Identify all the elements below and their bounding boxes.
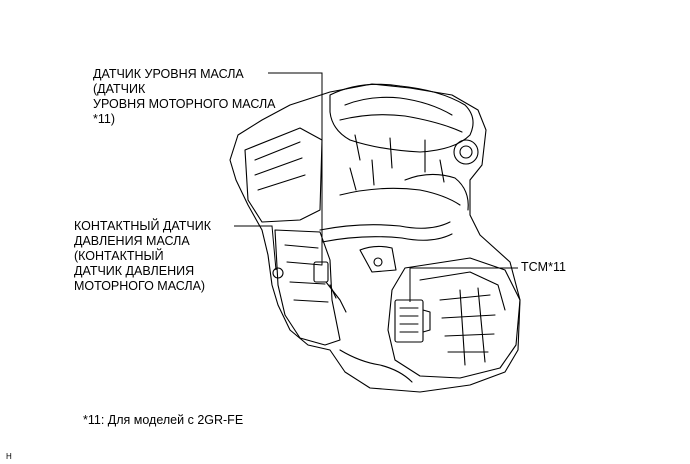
- label-line: ДАТЧИК ДАВЛЕНИЯ: [74, 264, 195, 278]
- engine-outline: [229, 83, 521, 393]
- label-line: ДАВЛЕНИЯ МАСЛА: [74, 234, 190, 248]
- oil-level-sensor: [313, 261, 329, 283]
- footnote: *11: Для моделей с 2GR-FE: [83, 413, 244, 427]
- label-oil-pressure-switch: КОНТАКТНЫЙ ДАТЧИК ДАВЛЕНИЯ МАСЛА (КОНТАК…: [74, 219, 211, 294]
- intake-manifold: [329, 83, 474, 153]
- engine-block: [274, 229, 341, 346]
- label-line: *11): [93, 112, 116, 126]
- leader-oil-level: [268, 72, 323, 265]
- transaxle: [387, 257, 521, 379]
- oil-pressure-switch: [272, 267, 284, 279]
- label-line: МОТОРНОГО МАСЛА): [74, 279, 206, 293]
- leader-tcm: [409, 267, 518, 302]
- corner-mark: H: [6, 452, 12, 461]
- label-line: УРОВНЯ МОТОРНОГО МАСЛА: [93, 97, 276, 111]
- label-line: (КОНТАКТНЫЙ: [74, 249, 164, 263]
- label-oil-level-sensor: ДАТЧИК УРОВНЯ МАСЛА (ДАТЧИК УРОВНЯ МОТОР…: [93, 67, 276, 127]
- label-line: КОНТАКТНЫЙ ДАТЧИК: [74, 219, 211, 233]
- leader-oil-pressure: [234, 225, 277, 271]
- label-line: (ДАТЧИК: [93, 82, 146, 96]
- label-tcm: TCM*11: [521, 260, 566, 274]
- label-line: ДАТЧИК УРОВНЯ МАСЛА: [93, 67, 244, 81]
- throttle-body: [453, 139, 479, 165]
- tcm-module: [394, 299, 424, 343]
